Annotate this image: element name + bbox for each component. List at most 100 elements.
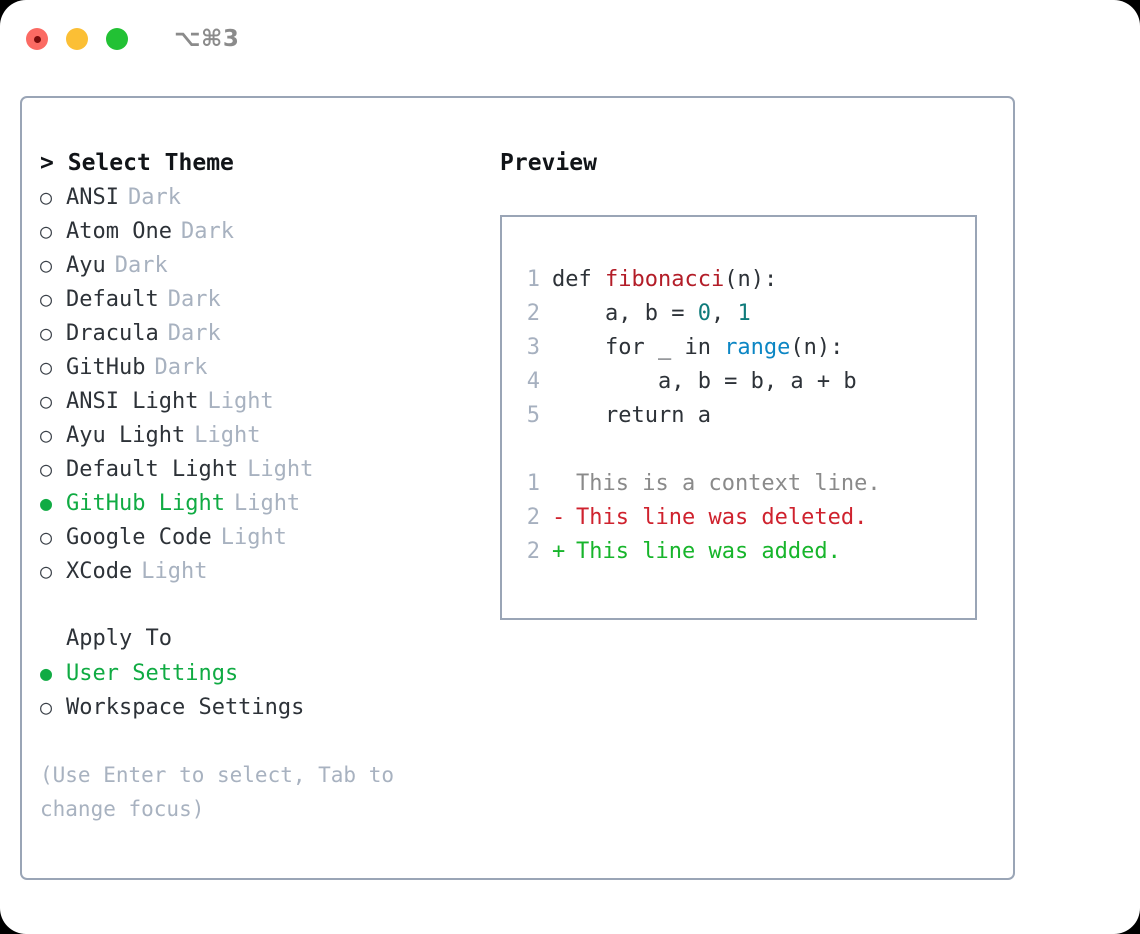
theme-option-name: GitHub Light [66,491,225,516]
theme-option-name: XCode [66,559,133,584]
theme-option-name: Ayu [66,253,106,278]
code-token-plain: a, b = b, a + b [552,369,857,394]
radio-unselected-icon: ○ [40,525,53,549]
code-token-plain: , [710,301,738,326]
theme-option-google-code[interactable]: ○ Google Code Light [40,520,490,554]
code-token-plain: def [552,267,605,292]
radio-unselected-icon: ○ [40,185,53,209]
theme-option-name: ANSI Light [66,389,199,414]
theme-option-name: Ayu Light [66,423,186,448]
code-token-plain: return a [552,403,711,428]
keyboard-hint: (Use Enter to select, Tab to change focu… [40,763,395,821]
diff-line-add: 2+This line was added. [502,535,975,569]
code-line: 4 a, b = b, a + b [502,365,975,399]
diff-line-ctx: 1 This is a context line. [502,467,975,501]
theme-option-category: Light [141,559,208,584]
theme-option-category: Dark [127,185,181,210]
theme-option-xcode[interactable]: ○ XCode Light [40,554,490,588]
radio-unselected-icon: ○ [40,321,53,345]
theme-option-default-light[interactable]: ○ Default Light Light [40,452,490,486]
close-button[interactable] [26,28,48,50]
diff-line-del: 2-This line was deleted. [502,501,975,535]
radio-unselected-icon: ○ [40,423,53,447]
radio-unselected-icon: ○ [40,559,53,583]
code-line-number: 5 [526,403,540,428]
theme-option-default[interactable]: ○ Default Dark [40,282,490,316]
radio-unselected-icon: ○ [40,457,53,481]
code-token-plain: (n): [724,267,778,292]
traffic-light-group [26,28,128,50]
code-line: 1 def fibonacci(n): [502,263,975,297]
code-line-text: for _ in range(n): [552,331,843,365]
radio-unselected-icon: ○ [40,695,53,719]
apply-option-name: User Settings [66,661,239,686]
apply-option-name: Workspace Settings [66,695,305,720]
diff-sign: + [552,539,566,564]
code-line-text: def fibonacci(n): [552,263,777,297]
title-bar: ⌥⌘3 [0,0,1140,78]
code-line-number: 1 [526,267,540,292]
maximize-button[interactable] [106,28,128,50]
apply-option-workspace-settings[interactable]: ○ Workspace Settings [40,690,490,724]
code-token-builtin: range [724,335,791,360]
theme-option-category: Dark [114,253,168,278]
theme-option-category: Light [247,457,314,482]
code-token-fn: fibonacci [604,267,725,292]
window-title: ⌥⌘3 [174,26,240,52]
code-spacer [502,433,975,467]
preview-title: Preview [500,150,597,176]
theme-option-github[interactable]: ○ GitHub Dark [40,350,490,384]
theme-option-category: Light [207,389,274,414]
caret-icon: > [40,150,54,176]
minimize-button[interactable] [66,28,88,50]
theme-option-name: Google Code [66,525,212,550]
diff-sample: 1 This is a context line.2-This line was… [502,467,975,569]
diff-line-text: This line was deleted. [576,505,868,530]
code-line-number: 3 [526,335,540,360]
radio-unselected-icon: ○ [40,287,53,311]
theme-option-category: Light [220,525,287,550]
theme-option-category: Dark [154,355,208,380]
apply-option-user-settings[interactable]: ● User Settings [40,656,490,690]
code-line-text: a, b = 0, 1 [552,297,751,331]
theme-option-ayu[interactable]: ○ Ayu Dark [40,248,490,282]
radio-unselected-icon: ○ [40,355,53,379]
radio-selected-icon: ● [40,661,53,685]
diff-line-text: This line was added. [576,539,841,564]
diff-sign: - [552,505,566,530]
code-line: 2 a, b = 0, 1 [502,297,975,331]
theme-option-category: Dark [180,219,234,244]
code-line-number: 4 [526,369,540,394]
theme-option-name: Atom One [66,219,172,244]
code-token-plain: a, b = [552,301,698,326]
diff-line-text: This is a context line. [576,471,881,496]
diff-line-number: 1 [526,471,540,496]
code-token-num: 1 [737,301,751,326]
theme-option-category: Dark [167,287,221,312]
theme-option-ansi[interactable]: ○ ANSI Dark [40,180,490,214]
theme-option-name: Default [66,287,159,312]
code-line: 3 for _ in range(n): [502,331,975,365]
radio-unselected-icon: ○ [40,253,53,277]
theme-option-name: ANSI [66,185,119,210]
diff-line-number: 2 [526,505,540,530]
theme-option-name: GitHub [66,355,146,380]
theme-option-name: Default Light [66,457,239,482]
select-theme-header: > Select Theme [40,146,490,180]
code-token-plain: for _ in [552,335,725,360]
theme-option-category: Light [233,491,301,516]
diff-sign [552,467,576,501]
code-line-number: 2 [526,301,540,326]
